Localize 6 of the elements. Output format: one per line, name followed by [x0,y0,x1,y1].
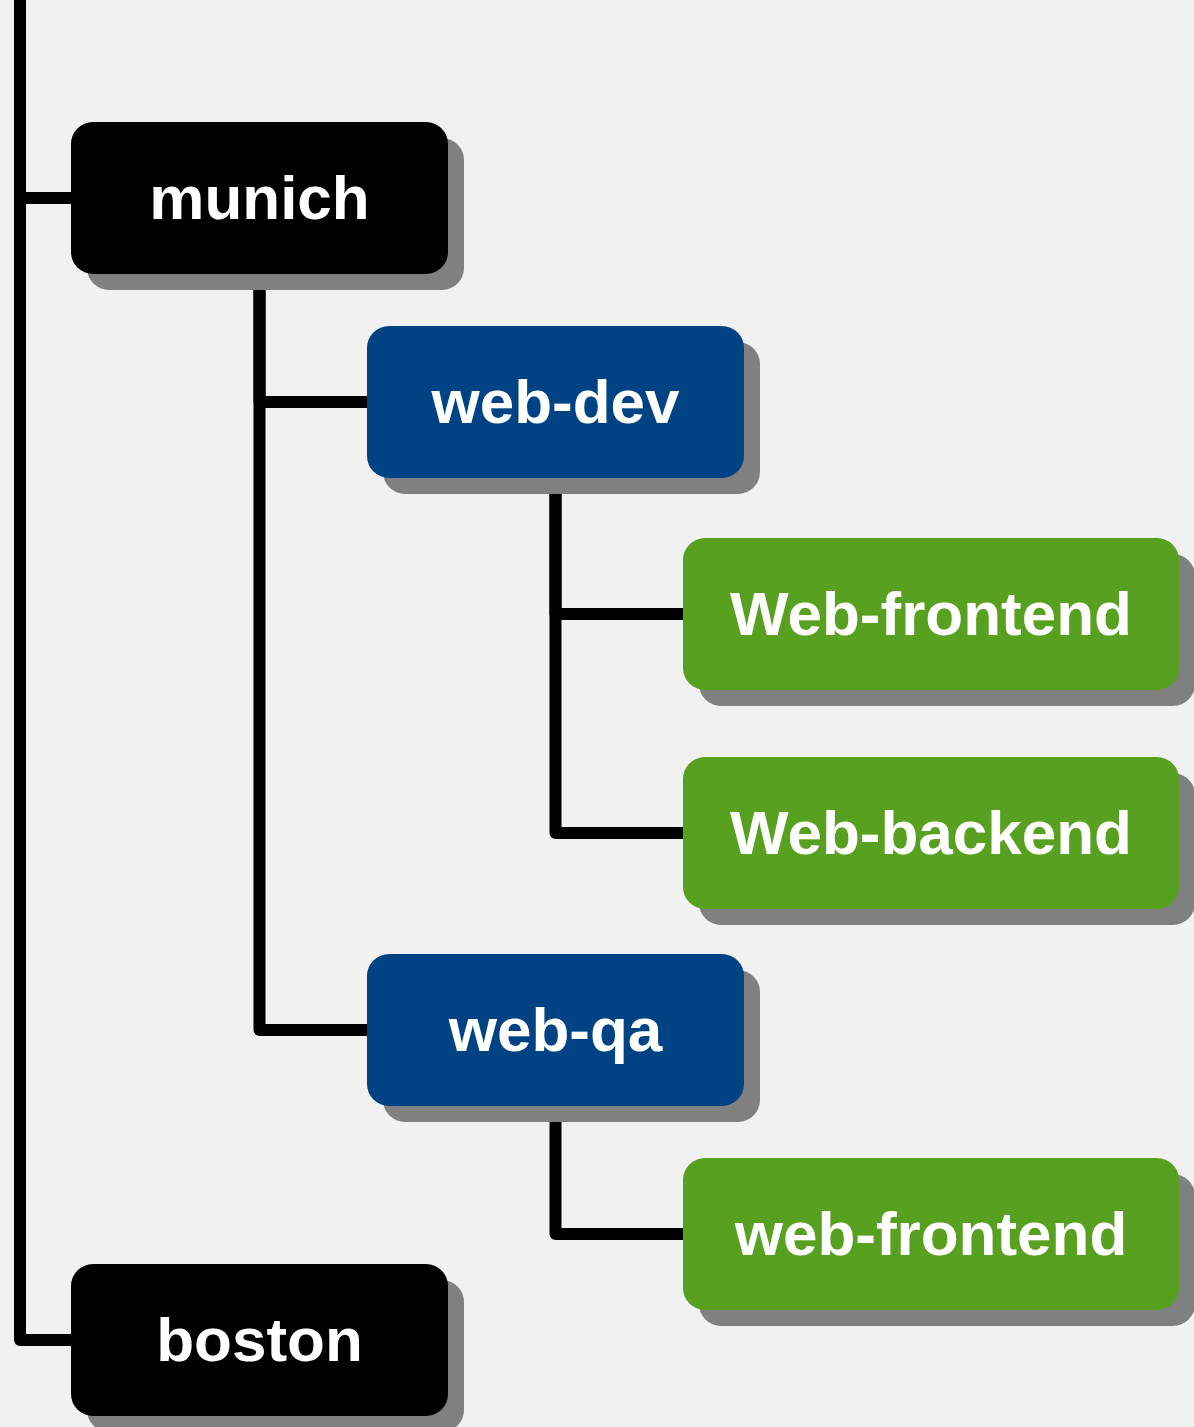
group-name: Web-backend [730,802,1132,864]
group-name: munich [149,167,370,229]
group-name: web-dev [431,371,680,433]
group-name: web-frontend [734,1203,1128,1265]
group-name: boston [156,1309,363,1371]
group-name: Web-frontend [730,583,1132,645]
